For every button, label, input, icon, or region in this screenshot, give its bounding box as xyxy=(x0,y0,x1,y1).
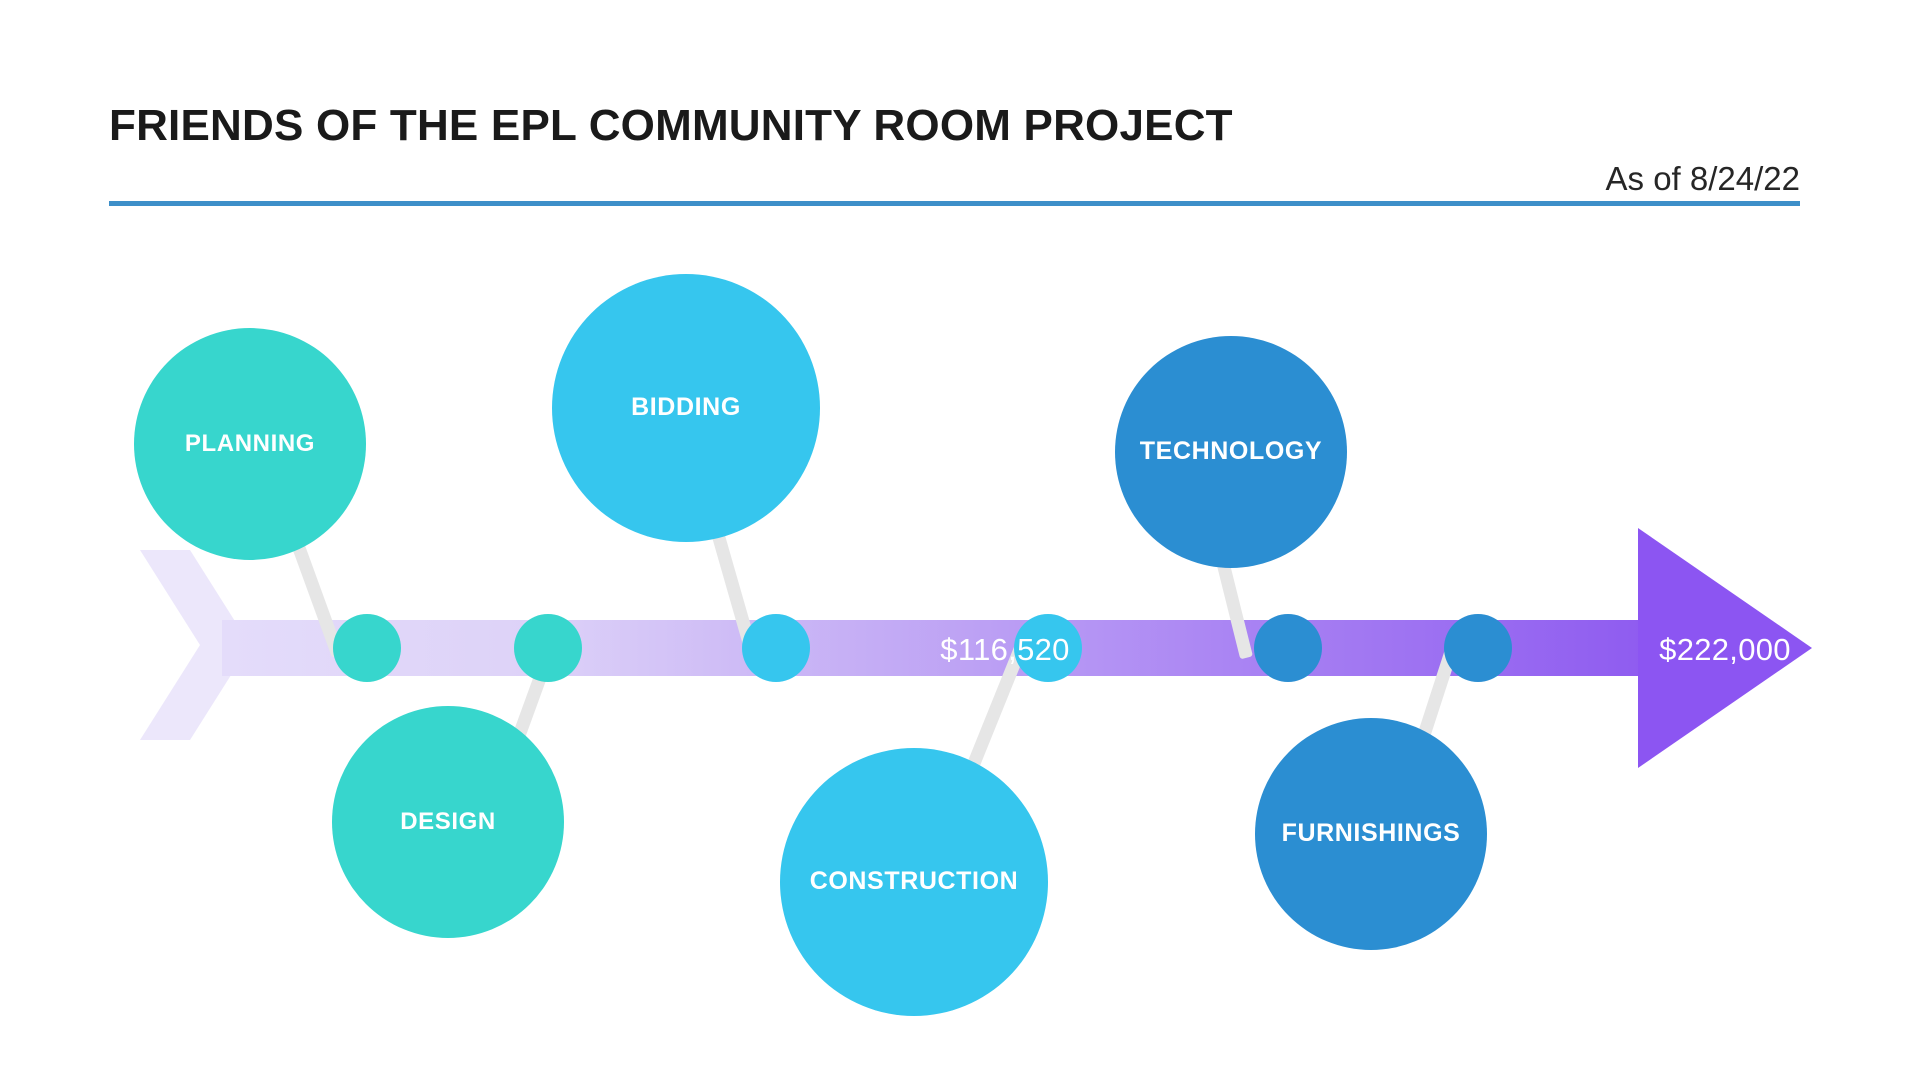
milestone-label-design: DESIGN xyxy=(400,807,496,835)
as-of-date: As of 8/24/22 xyxy=(1605,160,1800,197)
milestone-label-construction: CONSTRUCTION xyxy=(809,867,1019,896)
milestone-dot-technology[interactable] xyxy=(1254,614,1322,682)
timeline-diagram: PLANNING DESIGN BIDDING CONSTRUCTION TEC… xyxy=(0,210,1920,1080)
milestone-bubble-construction[interactable]: CONSTRUCTION xyxy=(780,748,1048,1016)
milestone-dot-design[interactable] xyxy=(514,614,582,682)
milestone-dot-planning[interactable] xyxy=(333,614,401,682)
milestone-bubble-bidding[interactable]: BIDDING xyxy=(552,274,820,542)
milestone-label-bidding: BIDDING xyxy=(631,393,741,422)
page-title: FRIENDS OF THE EPL COMMUNITY ROOM PROJEC… xyxy=(109,101,1233,150)
amount-raised-label: $116,520 xyxy=(940,632,1070,667)
milestone-label-furnishings: FURNISHINGS xyxy=(1281,819,1461,848)
amount-goal-label: $222,000 xyxy=(1659,632,1791,667)
milestone-bubble-design[interactable]: DESIGN xyxy=(332,706,564,938)
milestone-bubble-technology[interactable]: TECHNOLOGY xyxy=(1115,336,1347,568)
slide-header: FRIENDS OF THE EPL COMMUNITY ROOM PROJEC… xyxy=(0,0,1920,210)
header-divider xyxy=(109,201,1800,206)
milestone-bubble-planning[interactable]: PLANNING xyxy=(134,328,366,560)
milestone-label-planning: PLANNING xyxy=(184,429,316,457)
arrow-bar xyxy=(222,528,1812,768)
milestone-label-technology: TECHNOLOGY xyxy=(1139,437,1323,466)
milestone-dot-bidding[interactable] xyxy=(742,614,810,682)
milestone-dot-construction[interactable] xyxy=(1014,614,1082,682)
milestone-bubble-furnishings[interactable]: FURNISHINGS xyxy=(1255,718,1487,950)
milestone-dot-furnishings[interactable] xyxy=(1444,614,1512,682)
